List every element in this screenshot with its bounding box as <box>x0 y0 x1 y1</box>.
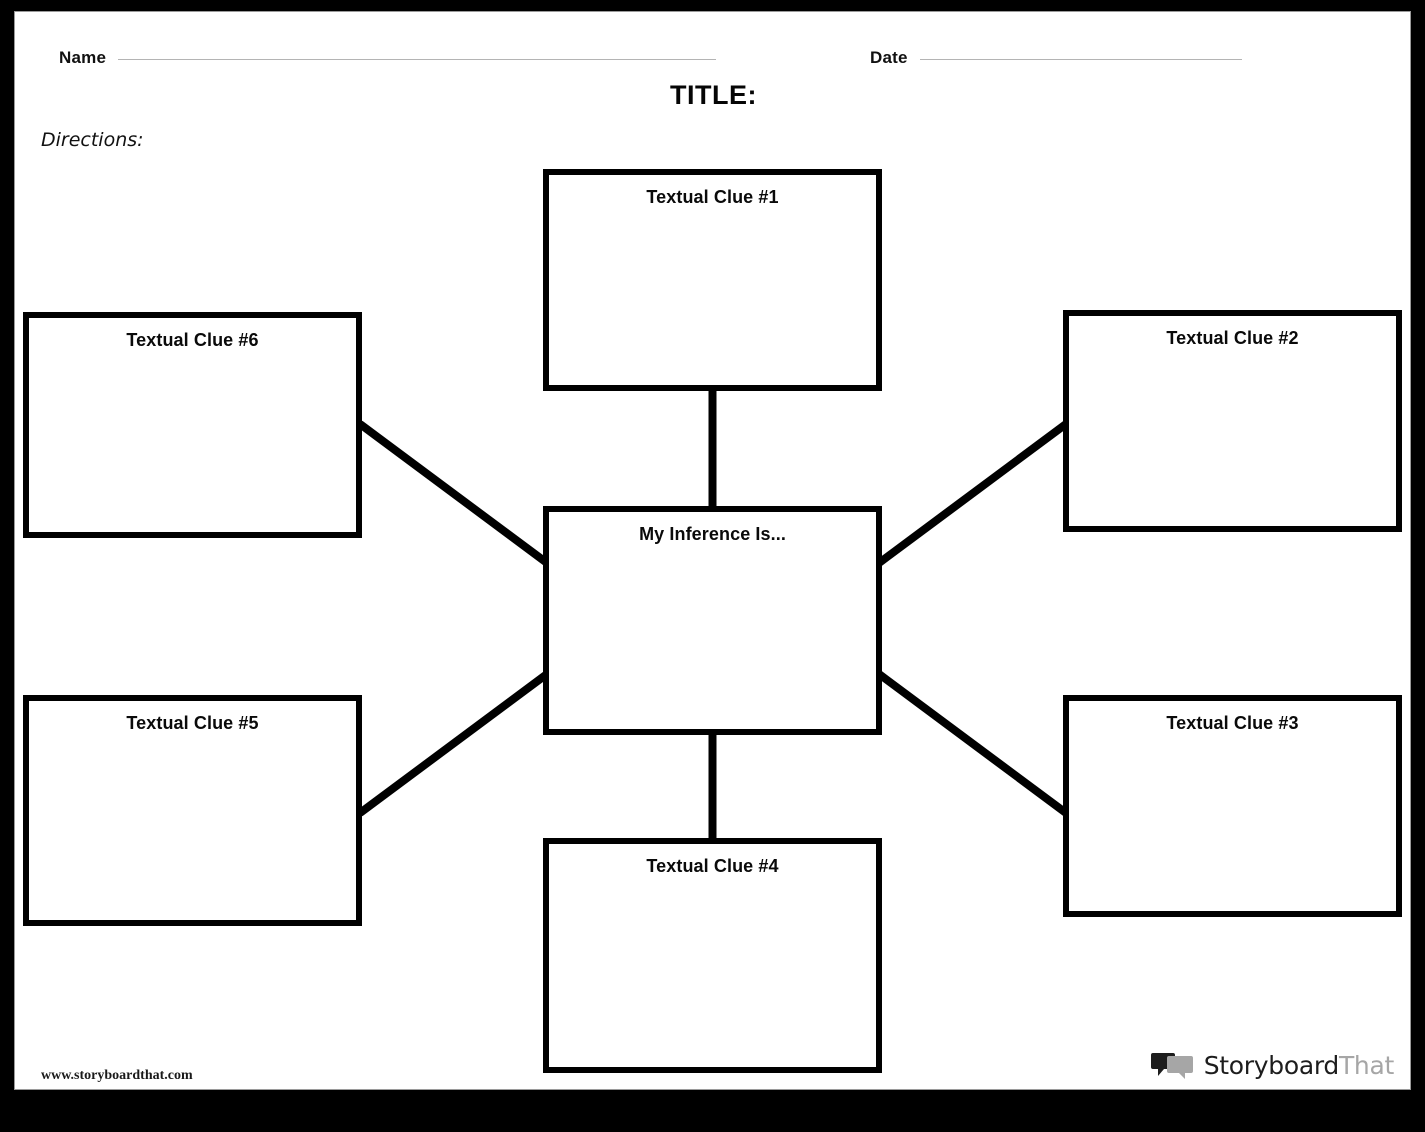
node-textual-clue-6[interactable]: Textual Clue #6 <box>23 312 362 538</box>
node-label-clue-6: Textual Clue #6 <box>126 330 259 350</box>
inference-web-diagram: Textual Clue #1 Textual Clue #2 Textual … <box>15 12 1410 1089</box>
connector-center-clue2 <box>876 420 1069 567</box>
node-label-clue-2: Textual Clue #2 <box>1166 328 1299 348</box>
footer-website-url[interactable]: www.storyboardthat.com <box>41 1068 193 1083</box>
name-label: Name <box>59 48 107 67</box>
directions-label: Directions: <box>41 129 144 151</box>
name-input-line[interactable] <box>118 59 717 60</box>
node-textual-clue-3[interactable]: Textual Clue #3 <box>1063 695 1402 917</box>
brand-name-secondary: That <box>1338 1050 1394 1080</box>
node-textual-clue-1[interactable]: Textual Clue #1 <box>543 169 882 391</box>
brand-name-primary: Storyboard <box>1203 1050 1340 1080</box>
connector-clue6-center <box>357 420 550 567</box>
node-textual-clue-5[interactable]: Textual Clue #5 <box>23 695 362 926</box>
page-title: TITLE: <box>670 80 757 110</box>
node-label-inference: My Inference Is... <box>639 524 786 544</box>
node-label-clue-4: Textual Clue #4 <box>646 856 779 876</box>
storyboardthat-logo[interactable]: Storyboard That <box>1150 1050 1394 1080</box>
date-label: Date <box>870 48 908 67</box>
node-textual-clue-2[interactable]: Textual Clue #2 <box>1063 310 1402 532</box>
connector-clue5-center <box>357 670 550 817</box>
speech-bubbles-icon <box>1150 1053 1193 1079</box>
node-label-clue-1: Textual Clue #1 <box>646 187 779 207</box>
date-input-line[interactable] <box>919 59 1242 60</box>
node-label-clue-3: Textual Clue #3 <box>1166 713 1299 733</box>
node-textual-clue-4[interactable]: Textual Clue #4 <box>543 838 882 1073</box>
worksheet-page: Name Date TITLE: Directions: Textual Clu… <box>14 11 1411 1090</box>
connector-center-clue3 <box>876 670 1069 817</box>
name-field-row: Name <box>59 48 717 68</box>
node-my-inference[interactable]: My Inference Is... <box>543 506 882 735</box>
date-field-row: Date <box>870 48 1242 68</box>
node-label-clue-5: Textual Clue #5 <box>126 713 259 733</box>
